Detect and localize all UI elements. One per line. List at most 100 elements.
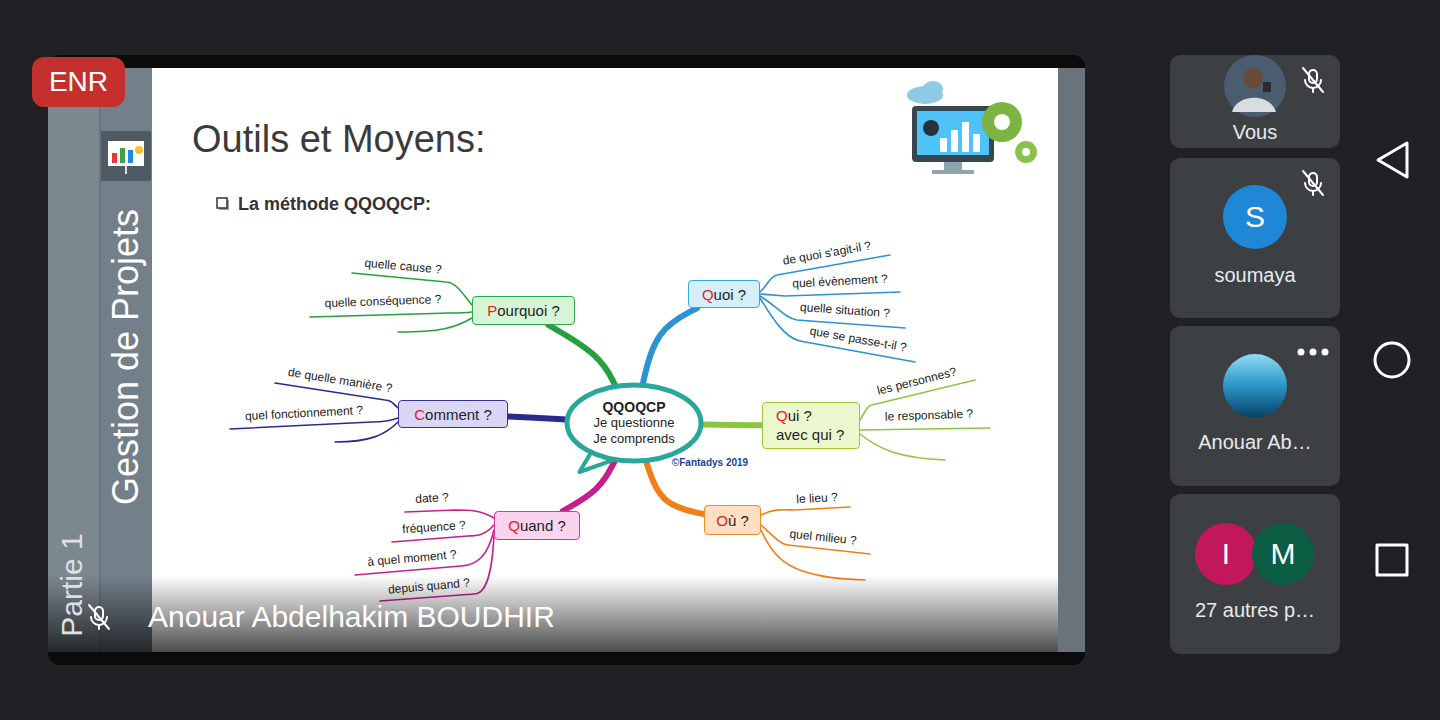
- avatar-initial: M: [1271, 537, 1296, 571]
- icon-ground: [101, 131, 151, 181]
- chart-bar: [940, 138, 947, 152]
- leaf-line: [760, 292, 900, 296]
- band-icon: [101, 131, 151, 181]
- photo-body: [1232, 98, 1276, 112]
- photo-phone: [1263, 82, 1271, 92]
- dashboard-illustration: [907, 81, 1037, 174]
- avatar-circle: I: [1195, 523, 1257, 585]
- presenter-name: Anouar Abdelhakim BOUDHIR: [148, 600, 555, 635]
- branch-text: Qui ? avec qui ?: [776, 407, 846, 445]
- user-photo: [1224, 55, 1286, 117]
- leaf-line: [310, 312, 472, 317]
- branch-box: Quoi ?: [688, 280, 760, 308]
- icon-bar: [112, 153, 117, 163]
- dot: [1322, 349, 1329, 356]
- avatar-initial: I: [1222, 537, 1230, 571]
- slide-right-strip: [1058, 68, 1085, 652]
- title-band: [100, 68, 152, 652]
- record-badge: ENR: [32, 57, 125, 107]
- mic-off-icon: [89, 605, 109, 629]
- participant-name: 27 autres p…: [1170, 599, 1340, 622]
- more-options-dots: [1298, 349, 1329, 356]
- participant-name: soumaya: [1170, 264, 1340, 287]
- gear: [982, 102, 1022, 142]
- participant-tile: [1170, 494, 1340, 654]
- gear: [923, 120, 939, 136]
- participant-tile: Vous: [1170, 55, 1340, 148]
- bubble-text: Je questionne Je comprends: [589, 415, 679, 446]
- dot: [1310, 349, 1317, 356]
- photo-ground: [1224, 55, 1286, 117]
- mic-off-icon: [1303, 68, 1323, 92]
- leaf-line: [760, 298, 915, 362]
- avatar-circle: S: [1223, 185, 1287, 249]
- slide-title: Outils et Moyens:: [192, 118, 486, 162]
- leaf-line: [760, 296, 905, 328]
- back-button: [1378, 143, 1407, 177]
- icon-bar: [128, 150, 133, 163]
- leaf-line: [761, 507, 850, 515]
- branch-text: Pourquoi ?: [487, 302, 560, 319]
- branch-connector: [702, 421, 762, 428]
- avatar-circle: M: [1252, 523, 1314, 585]
- monitor-base: [932, 170, 974, 174]
- branch-text: Comment ?: [414, 406, 492, 423]
- bullet-box: [217, 198, 227, 208]
- part-band: [48, 68, 100, 652]
- section-heading: La méthode QQOQCP:: [238, 194, 431, 215]
- dot: [1298, 349, 1305, 356]
- branch-box: Où ?: [704, 505, 761, 535]
- branch-box: Pourquoi ?: [472, 296, 575, 325]
- chart-bar: [962, 122, 969, 152]
- chart-bar: [951, 130, 958, 152]
- branch-box: Comment ?: [398, 400, 508, 428]
- leaf-line: [335, 422, 398, 442]
- leaf-line: [761, 525, 870, 554]
- branch-connector: [508, 417, 566, 420]
- participant-tile: [1170, 158, 1340, 318]
- copyright-note: ©Fantadys 2019: [672, 457, 748, 469]
- monitor-stand: [944, 162, 962, 170]
- home-button: [1375, 343, 1409, 377]
- icon-stand: [125, 166, 127, 174]
- leaf-line: [405, 510, 494, 518]
- branch-connector: [643, 308, 697, 384]
- participant-tile: [1170, 55, 1340, 148]
- participant-name: Anouar Ab…: [1170, 431, 1340, 454]
- participant-tile: soumaya S: [1170, 158, 1340, 318]
- name-overlay: [48, 575, 1058, 652]
- monitor: [912, 106, 994, 162]
- icon-board: [108, 141, 144, 166]
- central-bubble: QQOQCPJe questionne Je comprends: [564, 382, 704, 464]
- participant-name: Vous: [1170, 121, 1340, 144]
- branch-connector: [548, 325, 615, 386]
- part-label: Partie 1: [55, 533, 90, 636]
- avatar-initial: S: [1245, 200, 1265, 234]
- photo-head: [1243, 68, 1263, 88]
- leaf-line: [398, 318, 472, 332]
- branch-leaf-label: le lieu ?: [796, 491, 838, 507]
- band-divider: [100, 68, 101, 652]
- gear-hole: [1022, 148, 1030, 156]
- leaf-line: [860, 434, 945, 460]
- branch-box: Qui ? avec qui ?: [762, 402, 860, 449]
- participant-tile: Anouar Ab…: [1170, 326, 1340, 486]
- recents-button: [1377, 545, 1407, 575]
- icon-gear: [135, 146, 143, 154]
- chart-bar: [973, 134, 980, 152]
- branch-text: Où ?: [716, 512, 749, 529]
- nav-bar: [1375, 143, 1409, 575]
- branch-leaf-label: date ?: [415, 491, 449, 507]
- slide-page: [152, 68, 1058, 652]
- branch-text: Quoi ?: [702, 286, 746, 303]
- slide-frame: [48, 55, 1085, 665]
- branch-connector: [646, 461, 704, 514]
- monitor-screen: [917, 111, 989, 155]
- icon-bar: [120, 148, 125, 163]
- avatar-photo: [1223, 354, 1287, 418]
- leaf-lines: [230, 255, 990, 601]
- bubble-ellipse: [567, 385, 701, 461]
- branch-box: Quand ?: [494, 511, 580, 540]
- bubble-text: QQOQCP: [602, 399, 665, 415]
